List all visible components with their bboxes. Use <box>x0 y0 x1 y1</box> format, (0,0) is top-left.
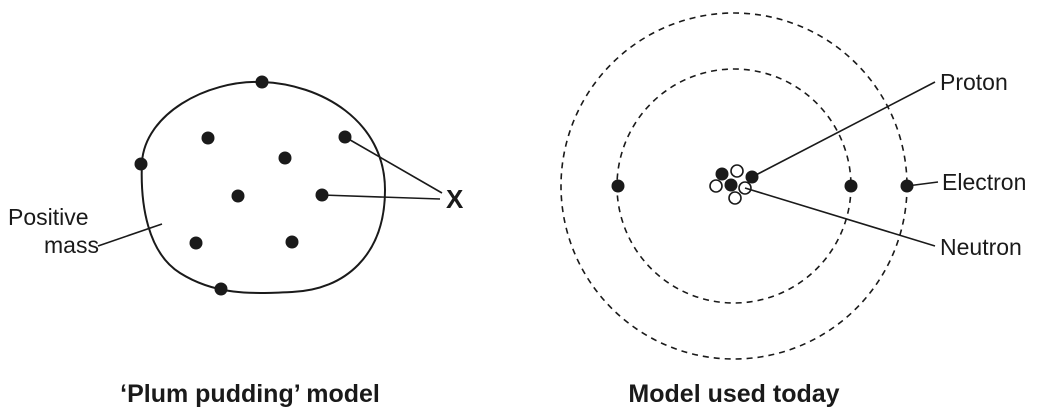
plum-pudding-model: X Positive mass ‘Plum pudding’ model <box>8 75 464 408</box>
neutron-particle <box>730 164 744 178</box>
proton-particle <box>715 167 729 181</box>
proton-label: Proton <box>940 69 1008 95</box>
electron-dot <box>611 179 625 193</box>
proton-leader-line <box>751 81 936 178</box>
nucleus <box>709 164 759 205</box>
electron-dot <box>255 75 269 89</box>
modern-model-caption: Model used today <box>628 380 839 408</box>
electron-dot <box>285 235 299 249</box>
electron-label: Electron <box>942 169 1026 195</box>
neutron-label: Neutron <box>940 234 1022 260</box>
modern-atom-model: Proton Electron Neutron Model used today <box>560 12 1026 408</box>
x-label: X <box>446 184 464 214</box>
proton-particle <box>724 178 738 192</box>
electron-dot <box>844 179 858 193</box>
electron-dot <box>231 189 245 203</box>
neutron-particle <box>728 191 742 205</box>
electron-dot <box>278 151 292 165</box>
positive-mass-label-line2: mass <box>44 232 99 258</box>
plum-pudding-caption: ‘Plum pudding’ model <box>120 380 380 408</box>
electron-leader-line <box>906 181 939 187</box>
x-leader-line <box>344 136 443 194</box>
electron-dot <box>214 282 228 296</box>
electron-dot <box>201 131 215 145</box>
positive-mass-leader-line <box>97 223 163 247</box>
x-leader-line <box>321 194 441 200</box>
neutron-leader-line <box>744 187 936 247</box>
neutron-particle <box>709 179 723 193</box>
positive-mass-label-line1: Positive <box>8 204 89 230</box>
positive-mass-blob <box>140 80 387 294</box>
electron-dot <box>189 236 203 250</box>
electron-dot <box>134 157 148 171</box>
